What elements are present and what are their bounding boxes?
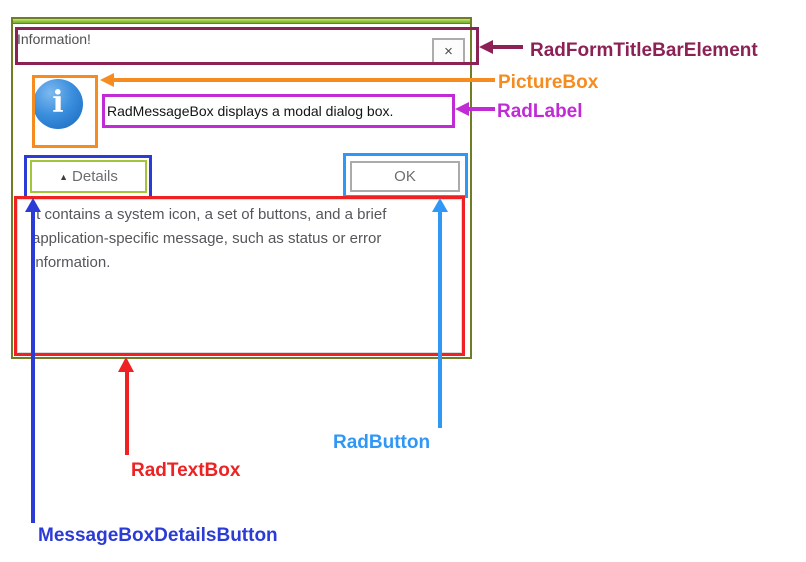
detailsbutton-arrow-stem xyxy=(31,211,35,523)
radlabel-arrow-stem xyxy=(468,107,495,111)
radtextbox-arrow-stem xyxy=(125,371,129,455)
titlebar-text: Information! xyxy=(17,31,91,47)
annotation-label-radbutton: RadButton xyxy=(333,432,431,453)
detailsbutton-arrow-icon xyxy=(25,198,41,212)
textbox-line: information. xyxy=(32,254,111,271)
annotation-label-radtextbox: RadTextBox xyxy=(131,460,241,481)
annotation-label-radformtitlebarelement: RadFormTitleBarElement xyxy=(530,40,758,61)
message-label: RadMessageBox displays a modal dialog bo… xyxy=(107,103,394,119)
collapse-arrow-icon: ▲ xyxy=(59,171,69,182)
annotation-label-radlabel: RadLabel xyxy=(497,101,583,122)
details-button[interactable]: ▲ Details xyxy=(30,160,147,193)
radbutton-arrow-icon xyxy=(432,198,448,212)
info-icon-glyph: i xyxy=(52,85,64,120)
picturebox-arrow-icon xyxy=(100,73,114,87)
details-textbox[interactable]: It contains a system icon, a set of butt… xyxy=(17,199,462,353)
ok-button[interactable]: OK xyxy=(350,161,460,192)
radbutton-arrow-stem xyxy=(438,211,442,428)
radlabel-arrow-icon xyxy=(455,102,469,116)
information-icon: i xyxy=(33,79,83,129)
close-button[interactable]: × xyxy=(432,38,465,65)
annotation-label-picturebox: PictureBox xyxy=(498,72,599,93)
annotation-label-messageboxdetailsbutton: MessageBoxDetailsButton xyxy=(38,525,278,546)
details-button-label: Details xyxy=(72,168,118,185)
ok-button-label: OK xyxy=(394,168,416,185)
close-icon: × xyxy=(444,43,453,60)
picturebox-arrow-stem xyxy=(113,78,495,82)
radtextbox-arrow-icon xyxy=(118,357,134,372)
titlebar-arrow-icon xyxy=(479,40,493,54)
textbox-line: application-specific message, such as st… xyxy=(32,230,382,247)
form-top-accent-bar xyxy=(13,19,470,24)
textbox-line: It contains a system icon, a set of butt… xyxy=(32,206,387,223)
titlebar-arrow-stem xyxy=(492,45,523,49)
